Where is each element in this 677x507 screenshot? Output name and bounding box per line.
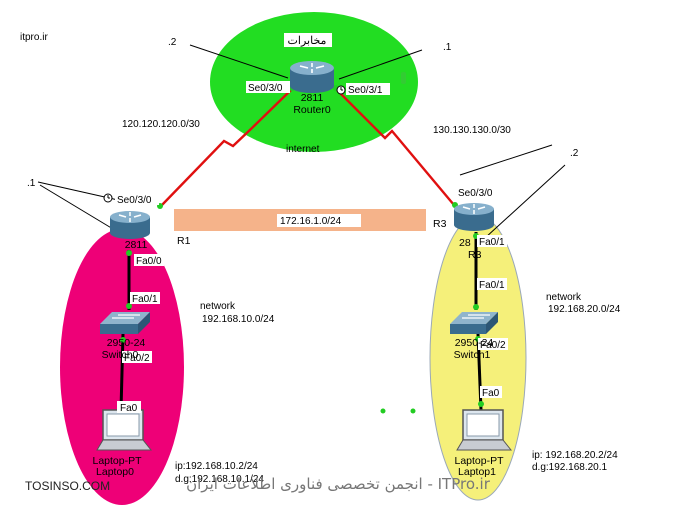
port-router0-right: Se0/3/1 xyxy=(348,85,383,96)
site-label: itpro.ir xyxy=(20,32,48,43)
switch0-icon[interactable] xyxy=(100,312,150,334)
port-router0-left: Se0/3/0 xyxy=(248,83,283,94)
laptop0-model: Laptop-PT xyxy=(92,455,142,467)
clock-icon xyxy=(336,85,346,95)
addr-r3: .2 xyxy=(570,148,579,159)
port-r3-serial: Se0/3/0 xyxy=(458,188,493,199)
tunnel-subnet: 172.16.1.0/24 xyxy=(280,216,342,227)
laptop1-gateway: d.g:192.168.20.1 xyxy=(532,462,608,473)
switch1-icon[interactable] xyxy=(450,312,498,334)
cloud-subtitle: internet xyxy=(286,144,320,155)
sw1-model: 2950-24 xyxy=(455,337,494,349)
r3-name-side: R3 xyxy=(433,218,447,230)
r3-name: R3 xyxy=(468,249,482,261)
port-laptop0: Fa0 xyxy=(120,403,138,414)
address-pointers xyxy=(37,44,566,239)
link-sw0-laptop0 xyxy=(119,333,125,411)
r3-model: 28 xyxy=(459,237,471,249)
r1-model: 2811 xyxy=(125,239,148,251)
addr-r1: .1 xyxy=(27,178,36,189)
port-r1-fa: Fa0/0 xyxy=(136,256,162,267)
laptop1-model: Laptop-PT xyxy=(454,455,504,467)
laptop1-name: Laptop1 xyxy=(458,466,496,478)
router0-model: 2811 xyxy=(301,92,324,104)
laptop0-gateway: d.g:192.168.10.1/24 xyxy=(175,474,264,485)
port-r1-serial: Se0/3/0 xyxy=(117,195,152,206)
wan-left-subnet: 120.120.120.0/30 xyxy=(122,119,200,130)
port-sw1-down: Fa0/2 xyxy=(480,340,506,351)
r1-name: R1 xyxy=(177,235,191,247)
cloud-title: مخابرات xyxy=(288,35,327,47)
serial-link-left xyxy=(160,87,294,207)
port-r3-fa: Fa0/1 xyxy=(479,237,505,248)
addr-router0-right: .1 xyxy=(443,42,452,53)
port-laptop1: Fa0 xyxy=(482,388,500,399)
watermark-center: انجمن تخصصی فناوری اطلاعات ایران - ITPro… xyxy=(186,475,491,493)
router-r1-icon[interactable] xyxy=(110,211,150,239)
port-sw0-down: Fa0/2 xyxy=(124,353,150,364)
network-left-subnet: 192.168.10.0/24 xyxy=(202,314,275,325)
laptop0-ip: ip:192.168.10.2/24 xyxy=(175,461,258,472)
router0-name: Router0 xyxy=(293,104,331,116)
port-sw0-up: Fa0/1 xyxy=(132,294,158,305)
wan-right-subnet: 130.130.130.0/30 xyxy=(433,125,511,136)
network-left-title: network xyxy=(200,301,236,312)
laptop1-icon[interactable] xyxy=(456,409,513,451)
laptop0-name: Laptop0 xyxy=(96,466,134,478)
laptop0-icon[interactable] xyxy=(96,409,153,451)
sw0-name: Switch0 xyxy=(102,349,139,361)
laptop1-ip: ip: 192.168.20.2/24 xyxy=(532,450,618,461)
sw1-name: Switch1 xyxy=(454,349,491,361)
watermark-left: TOSINSO.COM xyxy=(25,479,110,493)
port-sw1-up: Fa0/1 xyxy=(479,280,505,291)
network-right-subnet: 192.168.20.0/24 xyxy=(548,304,621,315)
router-r3-icon[interactable] xyxy=(454,203,494,231)
network-right-title: network xyxy=(546,292,582,303)
serial-link-right xyxy=(334,87,455,206)
clock-icon xyxy=(103,193,113,203)
router0-icon[interactable] xyxy=(290,61,334,93)
sw0-model: 2950-24 xyxy=(107,337,146,349)
cloud-edge-marker xyxy=(401,72,406,84)
addr-router0-left: .2 xyxy=(168,37,177,48)
